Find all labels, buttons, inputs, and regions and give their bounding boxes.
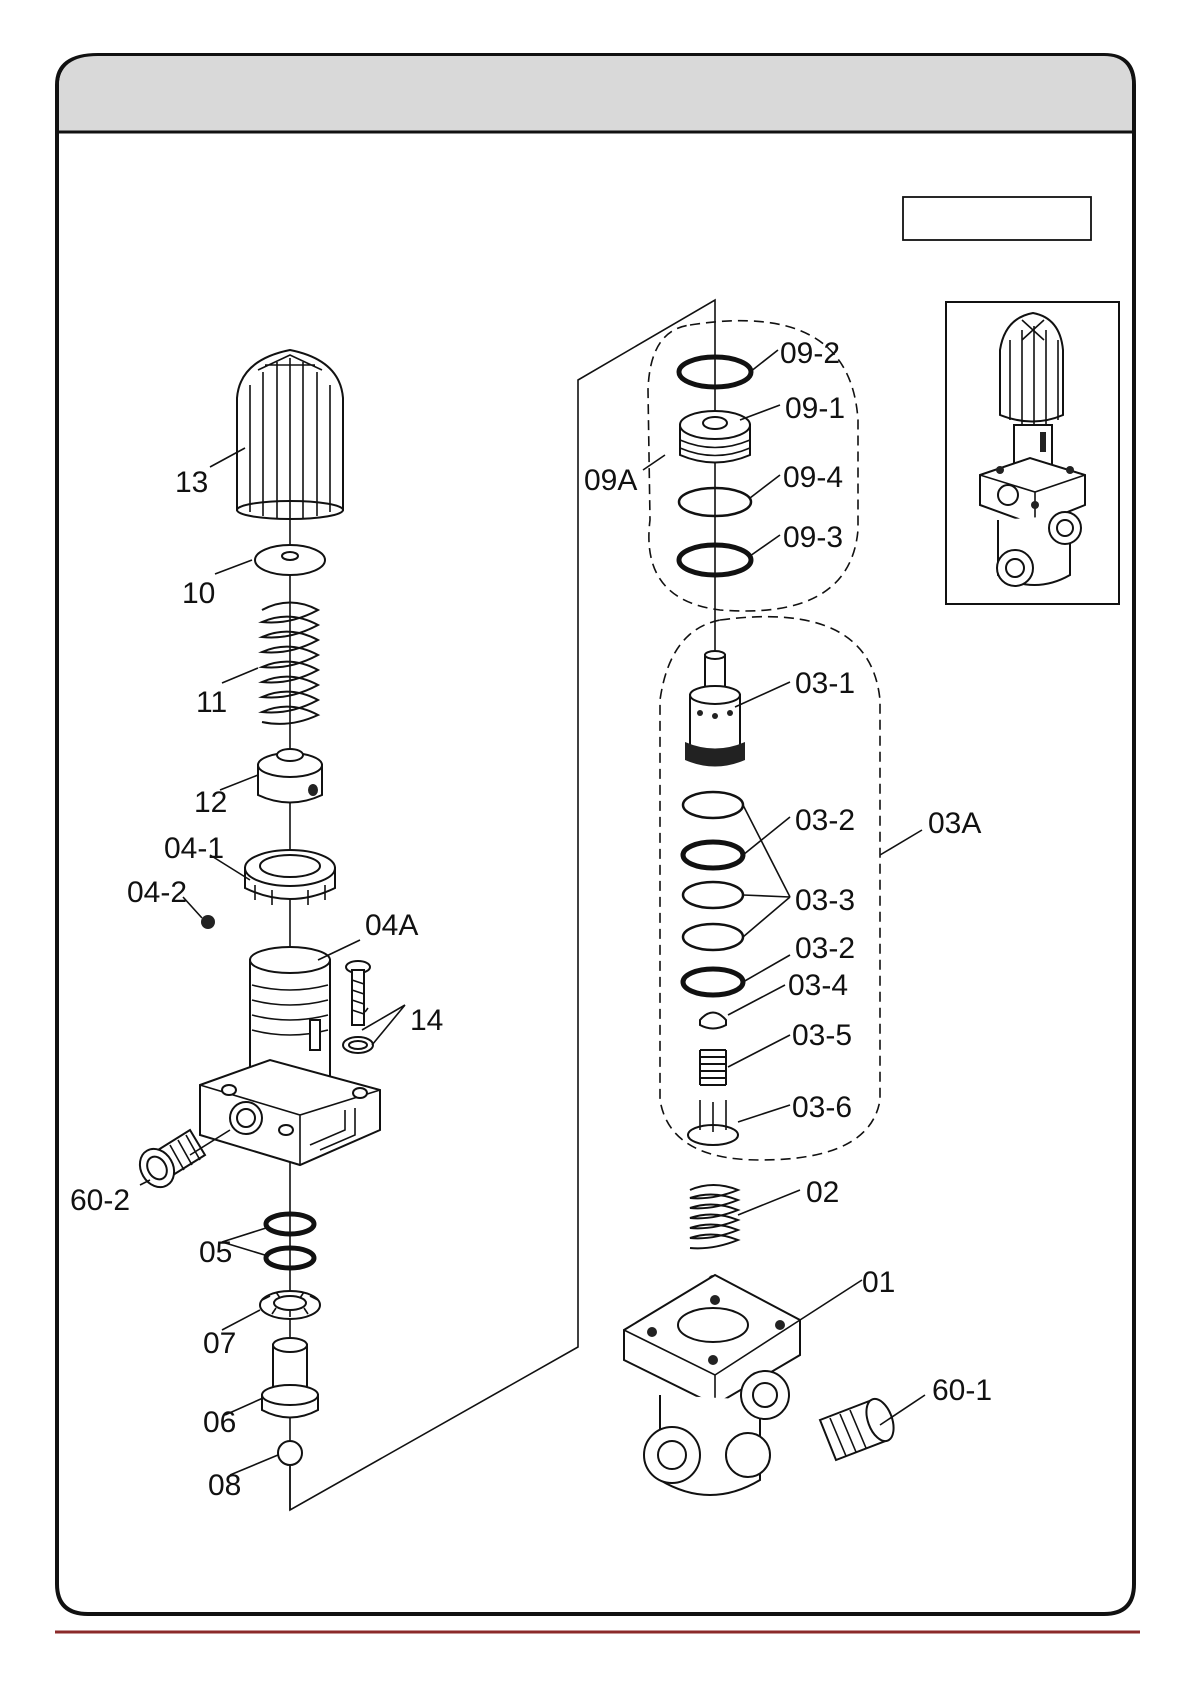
label-09-1: 09-1 bbox=[785, 392, 845, 425]
right-assembly bbox=[624, 321, 899, 1495]
part-10-washer bbox=[255, 545, 325, 575]
label-14: 14 bbox=[410, 1004, 443, 1037]
header-band bbox=[59, 56, 1132, 131]
part-03-2-oring-lower bbox=[683, 969, 743, 995]
label-09-3: 09-3 bbox=[783, 521, 843, 554]
label-02: 02 bbox=[806, 1176, 839, 1209]
label-03-1: 03-1 bbox=[795, 667, 855, 700]
label-09-4: 09-4 bbox=[783, 461, 843, 494]
label-04-1: 04-1 bbox=[164, 832, 224, 865]
label-60-2: 60-2 bbox=[70, 1184, 130, 1217]
part-60-1-fitting bbox=[820, 1395, 899, 1460]
label-08: 08 bbox=[208, 1469, 241, 1502]
part-12-cylinder bbox=[258, 749, 322, 803]
part-07-washer bbox=[260, 1291, 320, 1319]
label-03-2-upper: 03-2 bbox=[795, 804, 855, 837]
part-09-1-plug bbox=[680, 411, 750, 463]
label-12: 12 bbox=[194, 786, 227, 819]
part-03-2-ring-upper-thin bbox=[683, 792, 743, 818]
label-03-3: 03-3 bbox=[795, 884, 855, 917]
part-02-spring bbox=[690, 1185, 738, 1248]
label-01: 01 bbox=[862, 1266, 895, 1299]
part-08-ball bbox=[278, 1441, 302, 1465]
label-07: 07 bbox=[203, 1327, 236, 1360]
label-04-2: 04-2 bbox=[127, 876, 187, 909]
label-09A: 09A bbox=[584, 464, 637, 497]
part-01-body bbox=[624, 1275, 800, 1495]
part-14-screw bbox=[343, 961, 373, 1053]
label-09-2: 09-2 bbox=[780, 337, 840, 370]
label-11: 11 bbox=[196, 686, 227, 719]
part-06-seat bbox=[262, 1338, 318, 1418]
part-04-1-nut bbox=[245, 850, 335, 905]
part-03-4-cap bbox=[700, 1013, 726, 1029]
part-13-knob bbox=[237, 350, 343, 520]
label-03A: 03A bbox=[928, 807, 981, 840]
part-03-5-spring bbox=[700, 1050, 726, 1085]
label-05: 05 bbox=[199, 1236, 232, 1269]
left-assembly bbox=[133, 350, 380, 1510]
label-03-6: 03-6 bbox=[792, 1091, 852, 1124]
assembled-view-inset bbox=[946, 302, 1119, 604]
label-03-2-lower: 03-2 bbox=[795, 932, 855, 965]
part-04-2-screw bbox=[201, 915, 215, 929]
title-box bbox=[903, 197, 1091, 240]
label-10: 10 bbox=[182, 577, 215, 610]
label-13: 13 bbox=[175, 466, 208, 499]
part-03-3-ring-a bbox=[683, 882, 743, 908]
part-03-1-valve bbox=[685, 651, 745, 767]
label-03-4: 03-4 bbox=[788, 969, 848, 1002]
label-60-1: 60-1 bbox=[932, 1374, 992, 1407]
part-03-6-retainer bbox=[688, 1100, 738, 1145]
part-03-2-oring-upper bbox=[683, 842, 743, 868]
part-03-3-ring-b bbox=[683, 924, 743, 950]
label-04A: 04A bbox=[365, 909, 418, 942]
label-06: 06 bbox=[203, 1406, 236, 1439]
label-03-5: 03-5 bbox=[792, 1019, 852, 1052]
